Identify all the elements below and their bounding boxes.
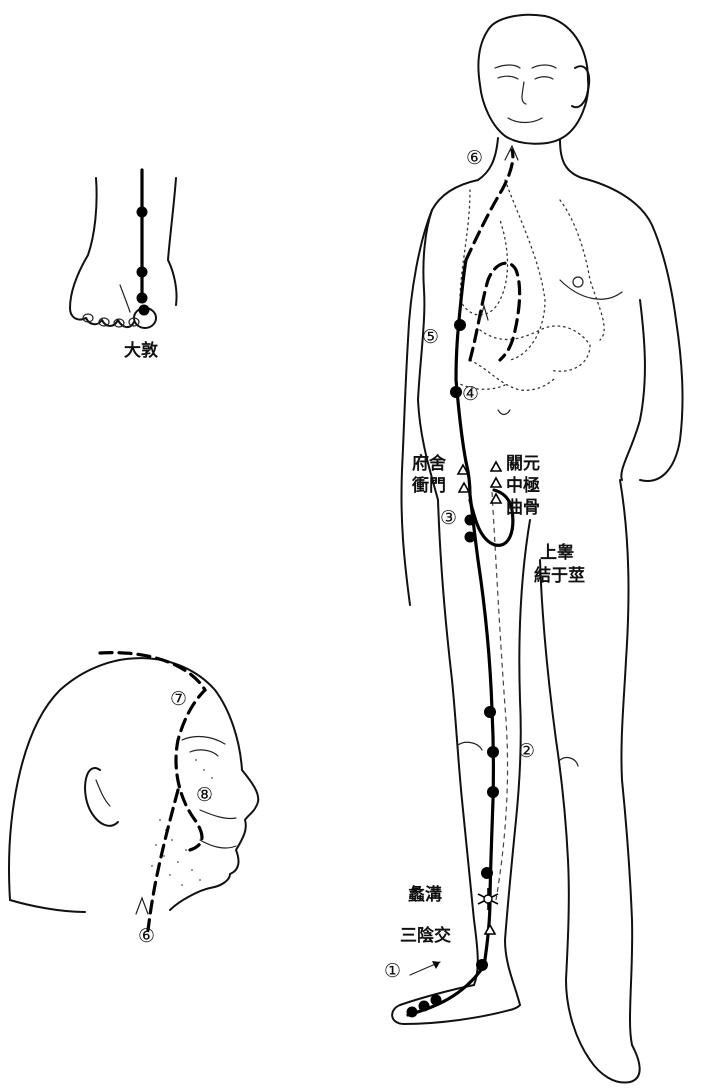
lougou-label: 蠡溝: [408, 887, 442, 904]
neck-dashed-path: [148, 790, 178, 930]
guanyuan-label: 關元: [506, 456, 540, 473]
dadun-label: 大敦: [124, 343, 158, 360]
path-number-6-neck: ⑥: [466, 149, 483, 168]
zhongji-label: 中極: [506, 478, 540, 495]
foot-point-dadun: [139, 305, 150, 316]
qugu-label: 曲骨: [506, 500, 540, 517]
sanyinjiao-label: 三陰交: [400, 928, 451, 945]
upper-connect-label-2: 結于莖: [534, 568, 585, 585]
path-number-1: ①: [384, 962, 401, 981]
foot-point-2: [137, 267, 148, 278]
path-number-4: ④: [462, 385, 479, 404]
foot-point-3: [137, 293, 148, 304]
head-dashed-path: [100, 653, 205, 850]
path-number-3: ③: [440, 509, 457, 528]
head-path-number-7: ⑦: [170, 690, 187, 709]
head-path-number-8: ⑧: [196, 786, 213, 805]
fushe-label: 府舍: [412, 456, 446, 473]
lougou-star-mark: [478, 888, 498, 910]
chongmen-label: 衝門: [412, 478, 446, 495]
head-inset-illustration: [9, 653, 258, 930]
head-path-number-6: ⑥: [138, 927, 155, 946]
foot-point-1: [137, 207, 148, 218]
foot-inset-illustration: [70, 170, 177, 328]
body-figure-illustration: [392, 15, 682, 1083]
path-number-5: ⑤: [422, 328, 439, 347]
path-number-2: ②: [518, 742, 535, 761]
upper-connect-label-1: 上睾: [540, 545, 574, 562]
